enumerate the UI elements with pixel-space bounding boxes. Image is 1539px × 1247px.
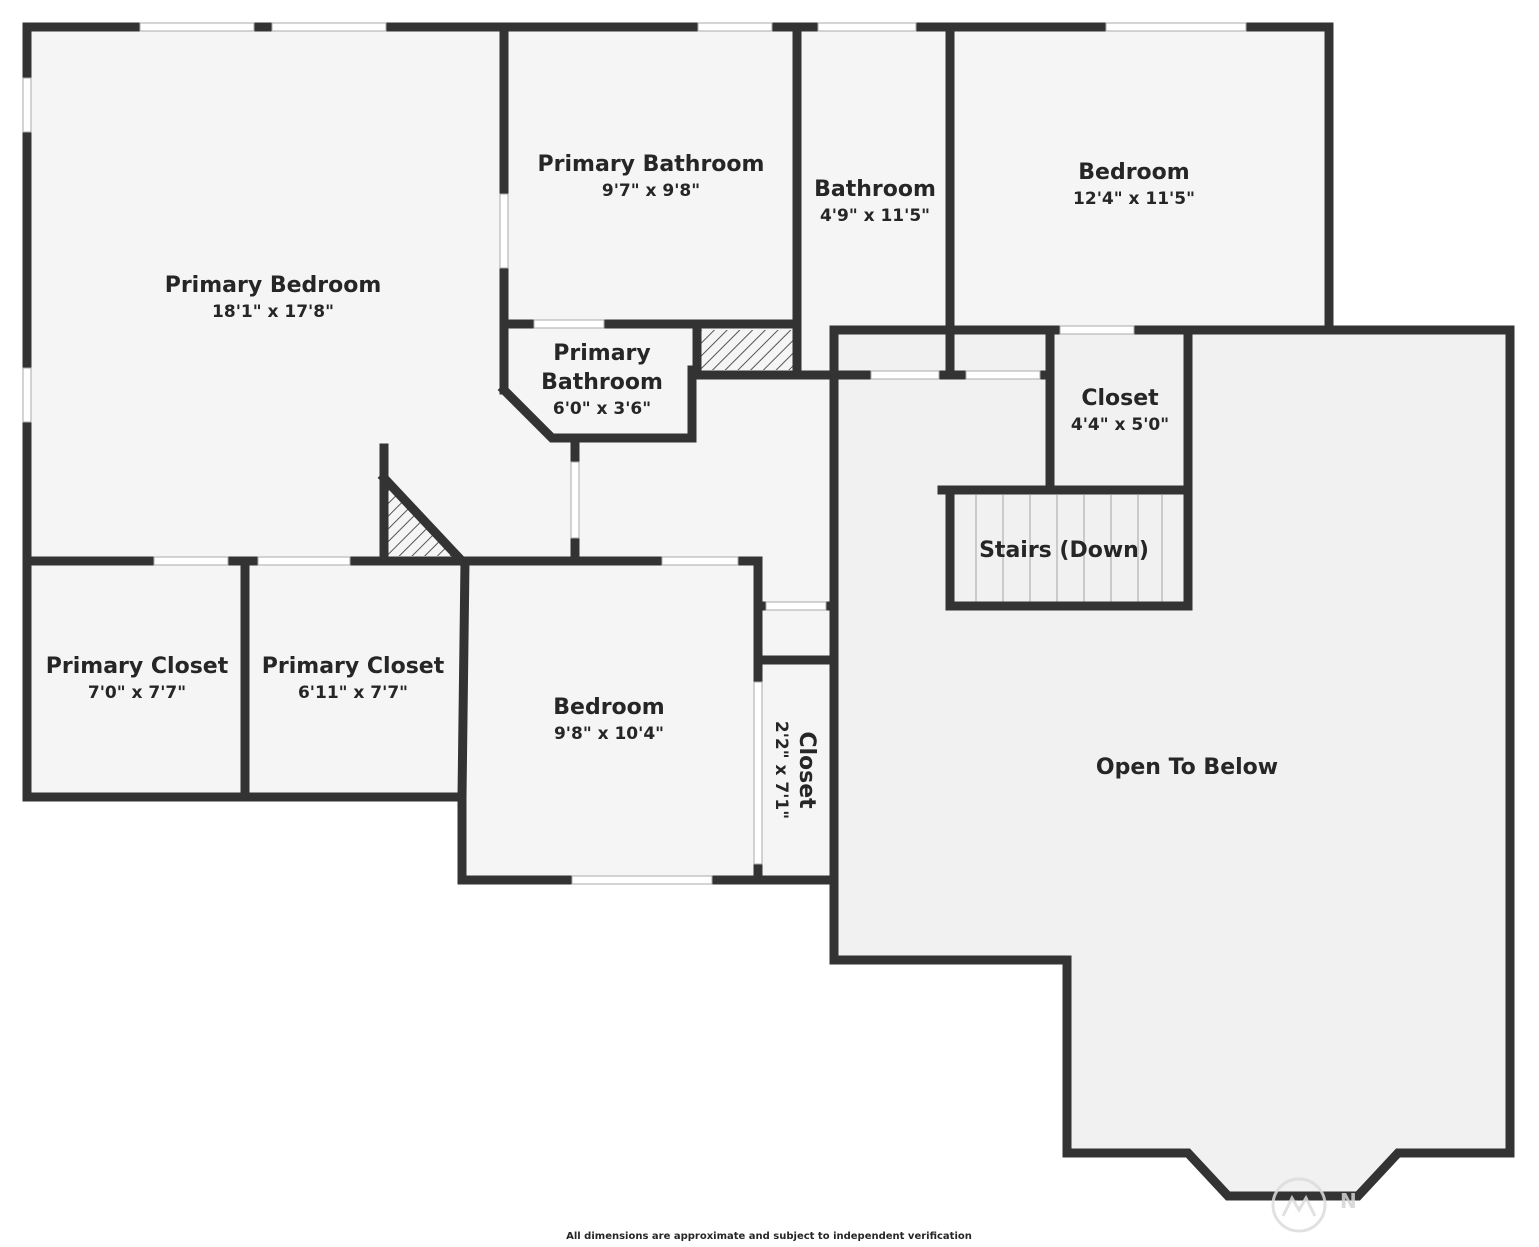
room-name-primary-bedroom: Primary Bedroom — [165, 273, 382, 298]
window — [571, 875, 713, 885]
room-name-primary-closet-right: Primary Closet — [262, 654, 445, 679]
walls — [22, 22, 1515, 1201]
window — [817, 22, 917, 32]
room-dim-primary-closet-left: 7'0" x 7'7" — [88, 683, 186, 703]
watermark-logo: N — [1271, 1177, 1357, 1233]
door-opening — [257, 556, 351, 566]
room-dim-closet-upper: 4'4" x 5'0" — [1071, 415, 1169, 435]
door-opening — [870, 370, 940, 380]
window — [139, 22, 255, 32]
exterior-wall-main — [22, 22, 1334, 885]
room-name-closet-upper: Closet — [1081, 386, 1159, 411]
door-opening — [153, 556, 229, 566]
room-dim-closet-narrow: 2'2" x 7'1" — [771, 721, 791, 819]
stair-treads — [975, 495, 1163, 602]
door-opening — [661, 556, 739, 566]
room-name-primary-bathroom-small-line2: Bathroom — [541, 370, 663, 395]
door-opening — [965, 370, 1041, 380]
door-opening — [765, 601, 827, 611]
room-name-closet-narrow: Closet — [794, 731, 819, 809]
watermark-logo-icon — [1271, 1177, 1327, 1233]
door-opening — [499, 193, 509, 269]
door-opening — [533, 319, 605, 329]
room-name-bedroom-upper: Bedroom — [1078, 160, 1189, 185]
window — [1105, 22, 1247, 32]
room-dim-bedroom-lower: 9'8" x 10'4" — [554, 724, 664, 744]
window — [697, 22, 773, 32]
room-name-bedroom-lower: Bedroom — [553, 695, 664, 720]
room-labels: Primary Bedroom 18'1" x 17'8" Primary Ba… — [46, 152, 1278, 819]
openings — [22, 22, 1247, 885]
watermark-text: N — [1340, 1189, 1357, 1213]
door-opening — [570, 461, 580, 539]
footnote: All dimensions are approximate and subje… — [566, 1231, 972, 1242]
window — [22, 77, 32, 133]
door-opening — [1059, 325, 1135, 335]
door-opening — [753, 681, 763, 865]
room-name-stairs: Stairs (Down) — [979, 538, 1149, 563]
room-dim-primary-bathroom-small: 6'0" x 3'6" — [553, 399, 651, 419]
room-name-open-to-below: Open To Below — [1096, 755, 1278, 780]
exterior-wall-open-area — [829, 325, 1515, 1201]
window — [22, 367, 32, 423]
room-name-primary-bathroom-small-line1: Primary — [553, 341, 650, 366]
closet-narrow-label: Closet 2'2" x 7'1" — [771, 721, 819, 819]
room-dim-primary-closet-right: 6'11" x 7'7" — [298, 683, 408, 703]
room-name-primary-closet-left: Primary Closet — [46, 654, 229, 679]
room-name-bathroom: Bathroom — [814, 177, 936, 202]
hatched-chase-upper — [697, 330, 797, 370]
room-name-primary-bathroom: Primary Bathroom — [538, 152, 765, 177]
room-dim-bathroom: 4'9" x 11'5" — [820, 206, 930, 226]
main-floor — [27, 27, 1329, 880]
window — [271, 22, 387, 32]
room-dim-primary-bathroom: 9'7" x 9'8" — [602, 181, 700, 201]
room-dim-bedroom-upper: 12'4" x 11'5" — [1073, 189, 1195, 209]
room-dim-primary-bedroom: 18'1" x 17'8" — [212, 302, 334, 322]
